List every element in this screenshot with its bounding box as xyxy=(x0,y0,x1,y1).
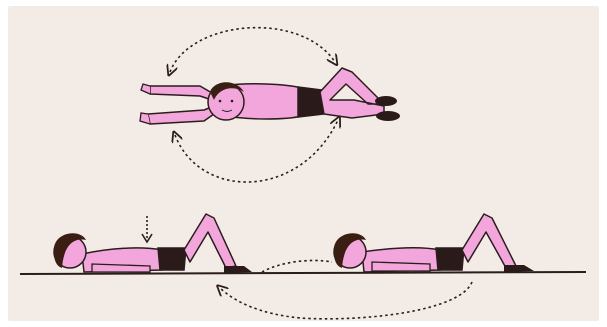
upper-arm-left xyxy=(150,86,212,100)
floor-connect-arrow-icon xyxy=(262,260,332,272)
return-arrow-icon xyxy=(220,282,472,319)
rotation-arrow-top-icon xyxy=(170,28,335,72)
lying-figure-right xyxy=(334,214,534,272)
rotating-figure-top xyxy=(140,28,400,182)
down-arrow-icon xyxy=(142,216,152,242)
lying-figure-left xyxy=(54,214,252,273)
rotation-arrow-bottom-icon xyxy=(175,120,338,182)
legs-top xyxy=(320,68,384,118)
lower-arm-left xyxy=(148,106,214,124)
